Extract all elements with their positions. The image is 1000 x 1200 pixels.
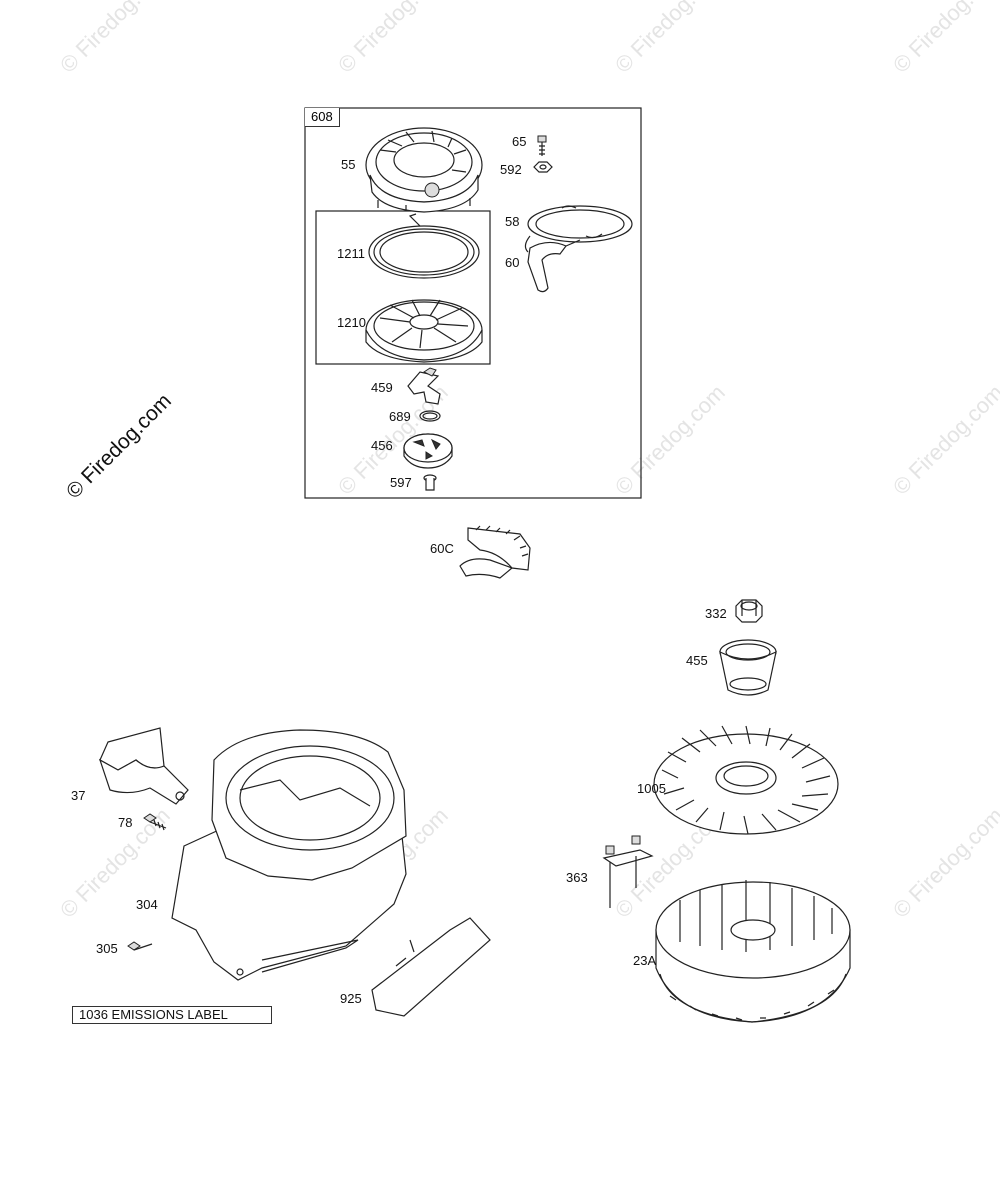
part-65-bolt (537, 135, 547, 156)
part-label-23a: 23A (633, 953, 657, 968)
part-459-pawl (407, 367, 441, 405)
part-78-bolt (143, 813, 167, 831)
part-597-screw (423, 474, 437, 491)
part-label-65: 65 (512, 134, 527, 149)
part-58-starter-rope (524, 205, 633, 253)
part-37-air-guide (98, 727, 189, 805)
kit-box (304, 107, 642, 499)
part-23a-flywheel (655, 880, 851, 1023)
kit-number-label: 608 (305, 108, 340, 127)
part-label-55: 55 (341, 157, 356, 172)
part-label-1210: 1210 (337, 315, 366, 330)
part-305-bolt (127, 941, 153, 951)
part-label-1211: 1211 (337, 246, 365, 261)
part-label-455: 455 (686, 653, 708, 668)
part-304-blower-housing (171, 729, 407, 981)
part-60c-handle (459, 525, 531, 579)
part-592-nut (533, 161, 553, 173)
part-label-597: 597 (390, 475, 412, 490)
part-925-baffle (371, 917, 491, 1017)
part-label-60c: 60C (430, 541, 454, 556)
part-55-starter-housing (365, 127, 483, 213)
part-label-689: 689 (389, 409, 411, 424)
part-label-925: 925 (340, 991, 362, 1006)
part-1005-fan (653, 725, 839, 835)
part-1210-pulley (365, 299, 483, 363)
part-label-592: 592 (500, 162, 522, 177)
part-label-332: 332 (705, 606, 727, 621)
part-label-1005: 1005 (637, 781, 666, 796)
emissions-label-box: 1036 EMISSIONS LABEL (72, 1006, 272, 1024)
part-689-retainer-ring (419, 410, 441, 422)
part-label-60: 60 (505, 255, 520, 270)
part-455-starter-cup (719, 639, 777, 696)
part-label-363: 363 (566, 870, 588, 885)
part-60-starter-handle (527, 239, 581, 293)
part-label-305: 305 (96, 941, 118, 956)
part-363-armature-bracket (602, 835, 654, 908)
part-label-459: 459 (371, 380, 393, 395)
part-456-ratchet (403, 433, 453, 469)
sub-kit-box (315, 210, 491, 365)
part-label-304: 304 (136, 897, 158, 912)
part-label-58: 58 (505, 214, 520, 229)
part-label-37: 37 (71, 788, 86, 803)
part-label-456: 456 (371, 438, 393, 453)
part-1211-rewind-spring (368, 213, 480, 279)
part-label-78: 78 (118, 815, 133, 830)
part-332-flywheel-nut (735, 599, 763, 623)
